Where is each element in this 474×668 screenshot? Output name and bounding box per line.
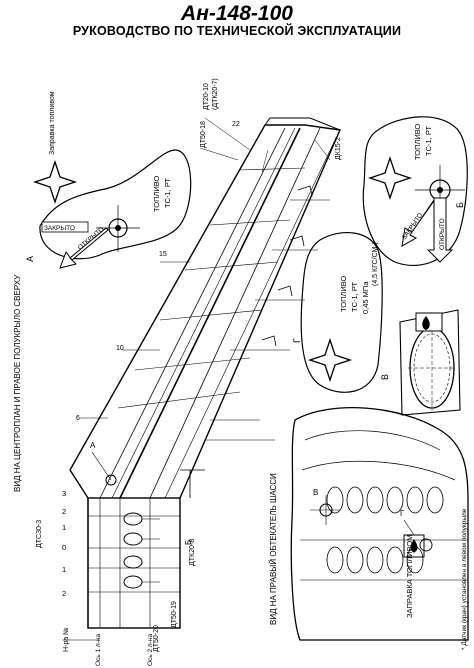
rib-number: 3 — [62, 489, 66, 498]
detail-a-closed-label: ЗАКРЫТО — [44, 225, 75, 232]
detail-b-open-label: ОТКРЫТО — [439, 218, 446, 250]
sensor-dtk20-7: (ДТК20-7) — [212, 78, 219, 110]
detail-a-fuel-line1: ТОПЛИВО — [152, 175, 161, 212]
rib-number: 1 — [62, 565, 66, 574]
detail-g-fuel-line1: ТОПЛИВО — [339, 275, 348, 312]
center-section — [87, 497, 181, 629]
callout-22: 22 — [232, 121, 240, 128]
sensor-dt20-10: ДТ20-10 — [203, 83, 210, 110]
detail-g-panel-outline — [300, 232, 383, 393]
sensor-dt50-20: ДТ50-20 — [153, 625, 160, 652]
sensor-dt50-19: ДТ50-19 — [171, 601, 178, 628]
detail-a-fuel-line2: ТС-1, РТ — [163, 178, 172, 208]
landing-gear-fairing — [290, 407, 469, 641]
detail-g-pressure-alt: (4,5 КГС/СМ ) — [372, 242, 379, 286]
callout-15: 15 — [159, 251, 167, 258]
top-view-caption: ВИД НА ЦЕНТРОПЛАН И ПРАВОЕ ПОЛУКРЫЛО СВЕ… — [13, 274, 22, 492]
detail-b-open-arrow — [426, 197, 454, 263]
detail-a: А Заправка топливом ОТКРЫТО ЗАКРЫТО ТОПЛ… — [25, 91, 192, 269]
fairing-refuel-label: ЗАПРАВКА ТОПЛИВОМ — [405, 535, 414, 618]
star-marker-a — [34, 161, 76, 203]
wing-top-view — [69, 117, 342, 629]
detail-a-refuel-label: Заправка топливом — [49, 91, 56, 155]
detail-v: В — [380, 309, 461, 416]
callout-10: 10 — [116, 345, 124, 352]
star-marker-b — [369, 157, 411, 199]
axis-2-label: Ось 2 л-на — [147, 634, 154, 666]
sensor-dk15-2: ДК15-2 — [335, 137, 342, 160]
detail-g: ТОПЛИВО ТС-1, РТ 0,45 МПа (4,5 КГС/СМ ) … — [292, 232, 383, 393]
star-marker-g — [309, 339, 351, 381]
rib-header: Н-ра № — [63, 627, 70, 652]
detail-v-letter: В — [380, 374, 390, 380]
rib-number: 0 — [62, 543, 66, 552]
fuel-drop-icon — [422, 316, 430, 330]
detail-g-fuel-line2: ТС-1, РТ — [350, 282, 359, 312]
callout-a-letter: А — [90, 441, 96, 450]
rib-numbering: Н-ра № 3 2 1 0 1 2 Ось 1 л-на Ось 2 л-на — [62, 489, 154, 666]
rib-number: 2 — [62, 507, 66, 516]
detail-b-closed-arrow — [401, 197, 437, 247]
fairing-letter-v: В — [313, 488, 318, 497]
detail-g-letter: Г — [292, 338, 302, 343]
callout-6: 6 — [76, 415, 80, 422]
detail-g-pressure: 0,45 МПа — [361, 281, 370, 314]
detail-a-letter: А — [25, 256, 35, 262]
axis-1-label: Ось 1 л-на — [95, 634, 102, 666]
detail-b-fuel-line2: ТС-1, РТ — [424, 126, 433, 156]
callout-b-letter: Б — [184, 540, 193, 545]
detail-a-open-arrow — [59, 227, 109, 269]
wing-planform — [69, 124, 342, 499]
detail-b-fuel-line1: ТОПЛИВО — [413, 123, 422, 160]
detail-b: ТОПЛИВО ТС-1, РТ Б ЗАКРЫТО ОТКРЫТО — [362, 116, 468, 266]
detail-a-panel-outline — [39, 149, 192, 260]
sensor-dtk20-8: ДТК20-8 — [189, 539, 196, 566]
manual-subtitle: РУКОВОДСТВО ПО ТЕХНИЧЕСКОЙ ЭКСПЛУАТАЦИИ — [72, 24, 402, 38]
fairing-view-caption: ВИД НА ПРАВЫЙ ОБТЕКАТЕЛЬ ШАССИ — [269, 473, 278, 625]
rib-number: 2 — [62, 589, 66, 598]
detail-b-letter: Б — [455, 202, 465, 208]
footnote: * Датчик (кран) установлен в левом полук… — [461, 508, 468, 650]
manual-title: Ан-148-100 — [181, 2, 293, 25]
fairing-letter-g: Г — [400, 509, 405, 518]
sensor-dts30-3: ДТС30-3 — [36, 520, 43, 548]
rib-number: 1 — [62, 523, 66, 532]
sensor-dt50-18: ДТ50-18 — [200, 121, 207, 148]
